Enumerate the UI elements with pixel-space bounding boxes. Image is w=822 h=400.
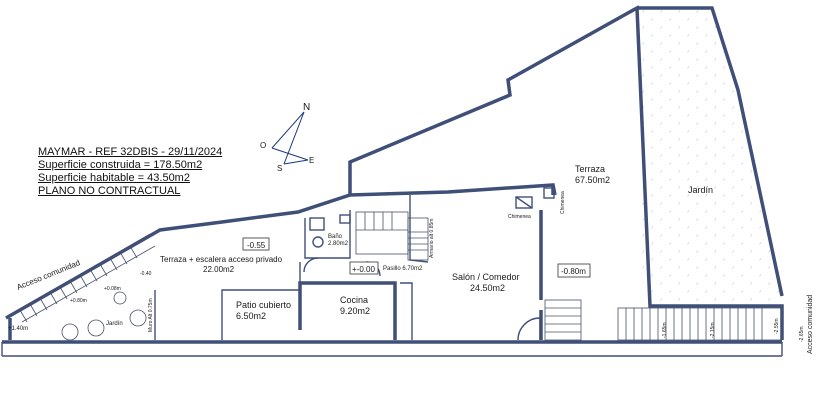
shower (309, 217, 325, 231)
room-terraza-escalera-name: Terraza + escalera acceso privado (160, 255, 283, 264)
patio-wall (221, 262, 301, 340)
compass-e: E (309, 156, 314, 165)
chimney-box-2 (543, 187, 555, 199)
stair-salon (544, 299, 582, 341)
cocina-inner (400, 282, 413, 340)
level-080b: +0.80m (70, 298, 87, 304)
room-cocina-name: Cocina (340, 295, 368, 305)
label-chimenea-1: Chimenea (508, 214, 531, 220)
room-cocina-area: 9.20m2 (340, 306, 370, 316)
compass-o: O (260, 141, 266, 150)
room-patio-name: Patio cubierto (236, 300, 291, 310)
sink (339, 214, 351, 224)
level-255: -2.55m (774, 318, 780, 334)
non-contractual-note: PLANO NO CONTRACTUAL (38, 185, 181, 197)
compass-s: S (277, 164, 282, 173)
level-040: -0.40 (140, 271, 152, 277)
compass-icon (271, 111, 309, 165)
room-bano-area: 2.80m2 (328, 241, 349, 247)
level-box-055 (242, 237, 270, 251)
level-215: -2.15m (710, 322, 716, 338)
label-muro: Muro Alt 0.75m (148, 298, 154, 332)
stair-right (617, 307, 783, 341)
outer-wall-garden (637, 6, 784, 297)
level-165: -1.65m (662, 322, 668, 338)
bath-wall (304, 210, 351, 259)
level-265: -2.65m (799, 326, 805, 342)
cocina-wall (298, 281, 397, 340)
room-terraza-area: 67.50m2 (575, 175, 610, 185)
room-salon-area: 24.50m2 (470, 283, 505, 293)
level-box-000 (349, 261, 379, 275)
label-acceso-left: Acceso comunidad (15, 258, 81, 292)
outer-wall-upper (348, 5, 784, 340)
bath-door (303, 257, 319, 273)
room-bano-name: Baño (328, 234, 343, 240)
plan-info-block: MAYMAR - REF 32DBIS - 29/11/2024 Superfi… (38, 146, 222, 198)
plan-reference: MAYMAR - REF 32DBIS - 29/11/2024 (38, 146, 223, 158)
stair-left-access (14, 233, 156, 323)
room-salon-name: Salón / Comedor (452, 272, 520, 282)
built-surface: Superficie construida = 178.50m2 (38, 159, 203, 171)
room-terraza-name: Terraza (575, 164, 605, 174)
label-armario: Armario alt 0.85m (429, 219, 435, 258)
salon-left-wall (409, 195, 429, 263)
level-055: -0.55 (247, 241, 266, 250)
room-patio-area: 6.50m2 (236, 311, 266, 321)
level-140: +1.40m (8, 326, 28, 332)
level-box-080 (557, 263, 591, 278)
label-chimenea-2: Chimenea (560, 191, 566, 214)
room-jardin-name: Jardín (688, 185, 713, 195)
chimney-cross (515, 196, 533, 209)
room-jardin-small-name: Jardín (106, 321, 123, 327)
compass-n: N (303, 102, 310, 113)
room-terraza-escalera-area: 22.00m2 (203, 265, 235, 274)
chimney-box (515, 196, 533, 209)
level-000: +-0.00 (352, 265, 375, 274)
salon-door (517, 317, 541, 341)
toilet (312, 236, 324, 248)
plants-icon (61, 291, 147, 341)
habitable-surface: Superficie habitable = 43.50m2 (38, 172, 190, 184)
label-acceso-right: Acceso comunidad (807, 295, 814, 354)
stair-central (355, 211, 429, 261)
level-080: -0.80m (561, 267, 586, 276)
outer-wall-left-slope (5, 183, 557, 320)
level-008: +0.08m (104, 286, 121, 292)
room-pasillo-name: Pasillo 6.70m2 (383, 266, 423, 272)
garden-area (637, 8, 782, 306)
